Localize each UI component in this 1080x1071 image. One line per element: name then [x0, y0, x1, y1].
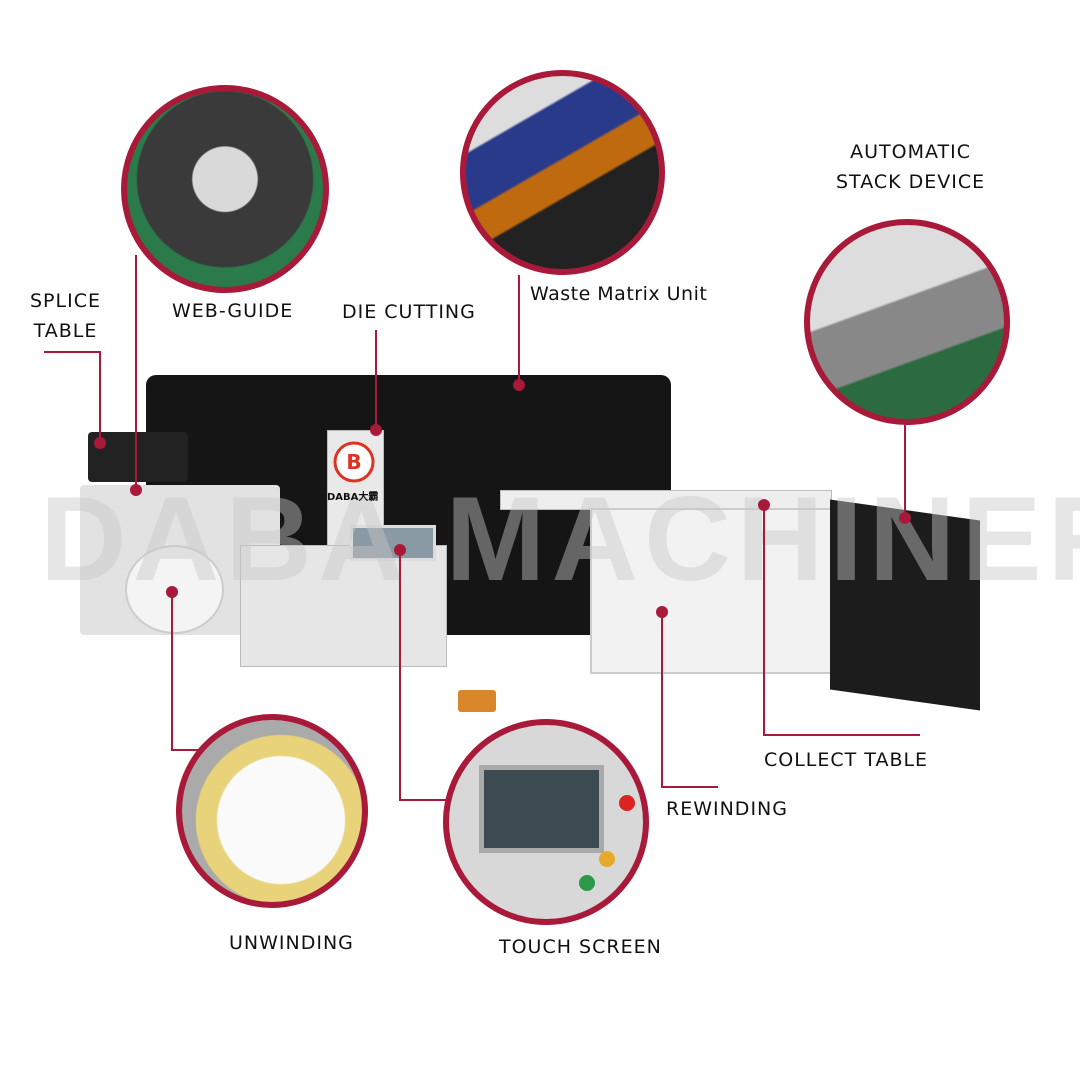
label-die-cutting: DIE CUTTING	[342, 301, 476, 323]
label-web-guide: WEB-GUIDE	[172, 300, 294, 322]
label-stack-device-line1: AUTOMATIC	[850, 141, 971, 163]
label-splice-table: SPLICE TABLE	[30, 286, 101, 346]
collect-table-frame	[590, 508, 834, 674]
waste-matrix-detail-circle	[460, 70, 665, 275]
web-guide-dot	[130, 484, 142, 496]
label-stack-device: AUTOMATIC STACK DEVICE	[836, 137, 985, 197]
rewinding-leader	[661, 612, 718, 788]
label-touch-screen: TOUCH SCREEN	[499, 936, 662, 958]
label-rewinding: REWINDING	[666, 798, 788, 820]
unwinding-detail-circle	[176, 714, 368, 908]
collect-table-dot	[758, 499, 770, 511]
splice-table-leader	[44, 351, 101, 438]
label-collect-table: COLLECT TABLE	[764, 749, 929, 771]
collect-table-leader	[763, 505, 920, 736]
label-unwinding: UNWINDING	[229, 932, 354, 954]
label-splice-table-line1: SPLICE	[30, 290, 101, 312]
touch-screen-leader	[399, 550, 448, 801]
stack-device-detail-circle	[804, 219, 1010, 425]
red-button-icon	[619, 795, 635, 811]
label-stack-device-line2: STACK DEVICE	[836, 171, 986, 193]
die-cutting-cabinet	[240, 545, 447, 667]
touch-screen-detail-circle	[443, 719, 649, 925]
touch-screen-dot	[394, 544, 406, 556]
unwinding-dot	[166, 586, 178, 598]
label-splice-table-line2: TABLE	[33, 320, 98, 342]
unwinding-leader	[171, 592, 200, 751]
label-waste-matrix: Waste Matrix Unit	[530, 283, 708, 305]
rewinding-dot	[656, 606, 668, 618]
touch-screen-panel	[350, 525, 436, 561]
yellow-button-icon	[599, 851, 615, 867]
brand-logo: B	[332, 440, 376, 484]
green-button-icon	[579, 875, 595, 891]
watermark: DABA MACHINERY	[40, 472, 1080, 606]
svg-text:B: B	[346, 450, 361, 474]
foot-pedal	[458, 690, 496, 712]
unwinding-roll	[125, 545, 224, 634]
stack-device-dot	[899, 512, 911, 524]
touch-screen-display	[479, 765, 604, 853]
die-cutting-dot	[370, 424, 382, 436]
splice-table-dot	[94, 437, 106, 449]
web-guide-detail-circle	[121, 85, 329, 293]
waste-matrix-dot	[513, 379, 525, 391]
brand-name: DABA大霸	[327, 492, 379, 503]
